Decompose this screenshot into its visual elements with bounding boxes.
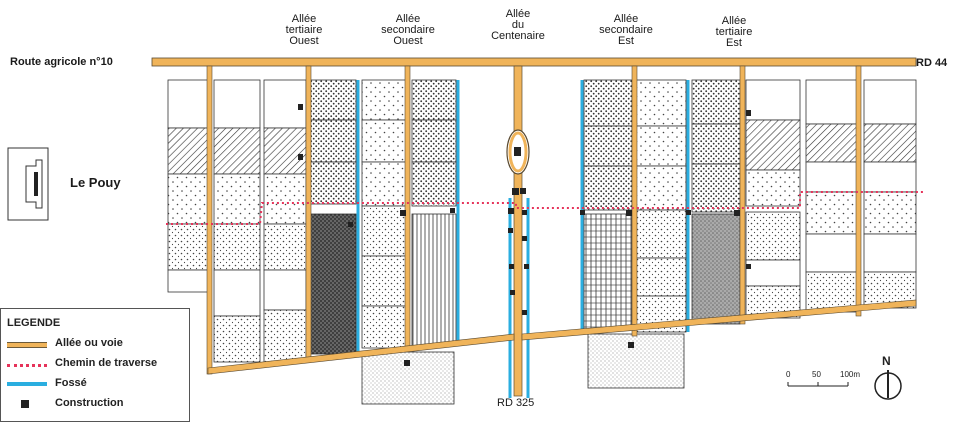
- parcels-west: [167, 79, 457, 405]
- road-label-rd44: RD 44: [916, 57, 948, 69]
- ditch-symbol-icon: [7, 382, 47, 386]
- scale-bar-line: [787, 382, 849, 387]
- legend: LEGENDE Allée ou voie Chemin de traverse…: [0, 308, 190, 422]
- north-arrow: N: [872, 354, 904, 404]
- compass-icon: [874, 370, 902, 400]
- north-label: N: [882, 354, 891, 368]
- road-label-route-agricole: Route agricole n°10: [10, 56, 113, 68]
- legend-title: LEGENDE: [7, 317, 61, 329]
- construction-symbol-icon: [21, 400, 29, 408]
- cross-path: [166, 191, 924, 225]
- road-symbol-icon: [7, 342, 47, 348]
- le-pouy-symbol: [7, 147, 49, 221]
- constructions: [298, 104, 751, 366]
- dotted-path-symbol-icon: [7, 364, 47, 367]
- roads: [151, 57, 917, 397]
- place-label-le-pouy: Le Pouy: [70, 175, 121, 190]
- road-label-rd325: RD 325: [497, 397, 535, 409]
